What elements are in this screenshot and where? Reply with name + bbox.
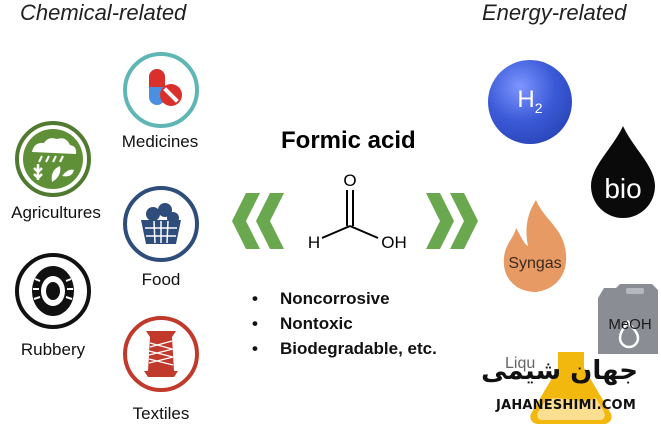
medicines-label: Medicines — [121, 132, 199, 151]
molecule-hydroxyl-label: OH — [381, 233, 407, 252]
formic-acid-title: Formic acid — [281, 127, 416, 154]
agriculture-icon — [15, 121, 91, 197]
rubbery-label: Rubbery — [20, 340, 86, 359]
chemical-related-header: Chemical-related — [20, 0, 187, 25]
food-basket-icon — [123, 186, 199, 262]
bio-label: bio — [604, 173, 641, 204]
h2-subscript: 2 — [534, 99, 543, 116]
property-item: •Nontoxic — [252, 314, 353, 333]
tire-icon — [15, 253, 91, 329]
logo-url-text: JAHANESHIMI.COM — [496, 398, 636, 413]
textiles-label: Textiles — [132, 404, 190, 423]
right-chevron-arrow-icon — [426, 193, 478, 249]
logo-persian-text: جهان شیمی — [481, 356, 638, 386]
h2-label: H — [517, 86, 535, 113]
molecule-hydrogen-label: H — [308, 233, 320, 252]
syngas-label: Syngas — [508, 255, 561, 272]
property-item: •Biodegradable, etc. — [252, 339, 437, 358]
jahaneshimi-watermark: جهان شیمی JAHANESHIMI.COM — [470, 346, 661, 426]
bio-drop-icon: bio — [591, 126, 655, 218]
agricultures-label: Agricultures — [11, 203, 101, 222]
liquid-partial-label: Liqu — [505, 355, 536, 372]
hydrogen-sphere-icon: H2 — [488, 60, 572, 144]
meoh-label: MeOH — [608, 316, 651, 333]
logo-flask-icon — [530, 352, 612, 424]
syngas-flame-icon: Syngas — [503, 200, 567, 292]
left-chevron-arrow-icon — [232, 193, 284, 249]
molecule-oxygen-label: O — [343, 171, 356, 190]
thread-spool-icon — [123, 316, 199, 392]
property-list: •Noncorrosive •Nontoxic •Biodegradable, … — [252, 286, 437, 361]
food-label: Food — [141, 270, 181, 289]
medicine-capsule-icon — [123, 52, 199, 128]
formic-acid-structure: O H OH — [308, 171, 407, 252]
energy-related-header: Energy-related — [482, 0, 627, 25]
methanol-canister-icon: MeOH — [598, 284, 658, 354]
property-item: •Noncorrosive — [252, 289, 390, 308]
